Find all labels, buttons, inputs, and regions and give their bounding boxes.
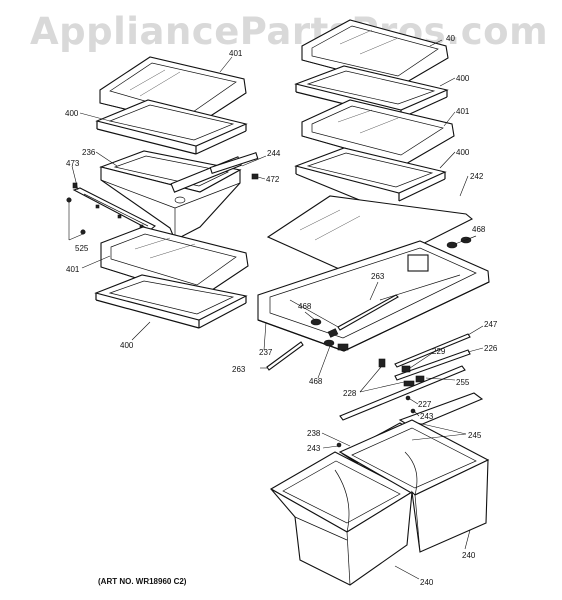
callout-227: 227 bbox=[418, 400, 432, 409]
callout-401: 401 bbox=[456, 107, 470, 116]
callout-263: 263 bbox=[232, 365, 246, 374]
callout-243: 243 bbox=[307, 444, 321, 453]
crisper-frame-237 bbox=[257, 240, 490, 352]
crisper-pan-240-left bbox=[269, 451, 414, 586]
callout-labels: 401 400 236 244 473 472 525 401 400 40 4… bbox=[65, 34, 498, 587]
shelf-frame-400-left-upper bbox=[95, 99, 248, 155]
rail-255 bbox=[339, 365, 466, 421]
callout-228: 228 bbox=[343, 389, 357, 398]
art-number-caption: (ART NO. WR18960 C2) bbox=[98, 577, 187, 586]
callout-468: 468 bbox=[298, 302, 312, 311]
callout-525: 525 bbox=[75, 244, 89, 253]
callout-400: 400 bbox=[456, 74, 470, 83]
callout-236: 236 bbox=[82, 148, 96, 157]
callout-242: 242 bbox=[470, 172, 484, 181]
callout-245: 245 bbox=[468, 431, 482, 440]
callout-240: 240 bbox=[420, 578, 434, 587]
shelf-frame-400-right-lower bbox=[294, 147, 447, 209]
clip-472 bbox=[251, 173, 259, 180]
callout-229: 229 bbox=[432, 347, 446, 356]
callout-226: 226 bbox=[484, 344, 498, 353]
callout-401: 401 bbox=[229, 49, 243, 58]
callout-473: 473 bbox=[66, 159, 80, 168]
callout-400: 400 bbox=[456, 148, 470, 157]
callout-240: 240 bbox=[462, 551, 476, 560]
callout-247: 247 bbox=[484, 320, 498, 329]
callout-400: 400 bbox=[65, 109, 79, 118]
drawer-cover-244 bbox=[209, 152, 259, 174]
screws-525 bbox=[66, 197, 86, 235]
slide-rail-473 bbox=[72, 182, 157, 231]
leader-lines bbox=[68, 39, 484, 580]
callout-472: 472 bbox=[266, 175, 280, 184]
glass-shelf-401-left-lower bbox=[100, 226, 249, 299]
trim-strip-263-upper bbox=[337, 294, 399, 331]
crisper-pan-240-right bbox=[338, 419, 490, 553]
callout-468: 468 bbox=[309, 377, 323, 386]
callout-243: 243 bbox=[420, 412, 434, 421]
callout-244: 244 bbox=[267, 149, 281, 158]
rail-226 bbox=[394, 349, 471, 381]
callout-40: 40 bbox=[446, 34, 455, 43]
callout-255: 255 bbox=[456, 378, 470, 387]
callout-237: 237 bbox=[259, 348, 273, 357]
watermark-logo: AppliancePartsPros.com bbox=[30, 10, 549, 53]
trim-strip-263-lower bbox=[266, 341, 304, 371]
callout-468: 468 bbox=[472, 225, 486, 234]
callout-238: 238 bbox=[307, 429, 321, 438]
rail-247 bbox=[394, 333, 471, 368]
callout-401: 401 bbox=[66, 265, 80, 274]
callout-263: 263 bbox=[371, 272, 385, 281]
glass-shelf-401-right bbox=[301, 99, 455, 166]
shelf-frame-400-left-lower bbox=[94, 274, 248, 329]
callout-400: 400 bbox=[120, 341, 134, 350]
hinge-parts-229-228-227 bbox=[378, 358, 425, 401]
